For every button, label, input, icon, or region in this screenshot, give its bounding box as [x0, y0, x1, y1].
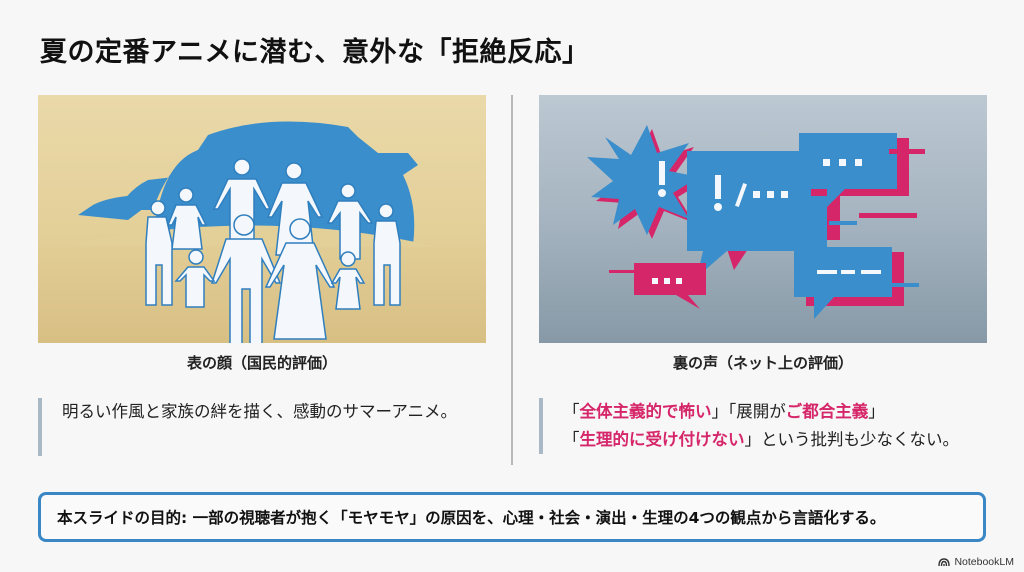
- purpose-text: 本スライドの目的: 一部の視聴者が抱く「モヤモヤ」の原因を、心理・社会・演出・生…: [57, 509, 886, 527]
- quote-bracket: 」: [868, 402, 885, 421]
- highlight-phrase: 生理的に受け付けない: [579, 430, 745, 449]
- left-description: 明るい作風と家族の絆を描く、感動のサマーアニメ。: [38, 398, 478, 456]
- brand-label: NotebookLM: [954, 556, 1014, 568]
- quote-bracket: 「: [563, 402, 580, 421]
- notebooklm-logo-icon: [938, 558, 951, 567]
- family-circle-illustration: [68, 121, 438, 343]
- quote-text: 」「展開が: [711, 402, 786, 421]
- slide-title: 夏の定番アニメに潜む、意外な「拒絶反応」: [40, 37, 590, 68]
- family-circle-image: [38, 95, 486, 343]
- highlight-phrase: 全体主義的で怖い: [579, 402, 712, 421]
- left-caption: 表の顔（国民的評価）: [186, 354, 337, 372]
- left-description-text: 明るい作風と家族の絆を描く、感動のサマーアニメ。: [62, 402, 458, 421]
- column-divider: [511, 95, 513, 465]
- purpose-box: 本スライドの目的: 一部の視聴者が抱く「モヤモヤ」の原因を、心理・社会・演出・生…: [38, 492, 986, 542]
- quote-text: 」という批判も少なくない。: [744, 430, 960, 449]
- right-caption: 裏の声（ネット上の評価）: [672, 354, 853, 372]
- highlight-phrase: ご都合主義: [785, 402, 869, 421]
- notebooklm-branding: NotebookLM: [938, 556, 1014, 568]
- glitchy-speech-bubbles-illustration: [587, 125, 925, 319]
- quote-bracket: 「: [563, 430, 580, 449]
- right-description: 「全体主義的で怖い」「展開がご都合主義」「生理的に受け付けない」という批判も少な…: [539, 398, 979, 454]
- speech-bubbles-image: [539, 95, 987, 343]
